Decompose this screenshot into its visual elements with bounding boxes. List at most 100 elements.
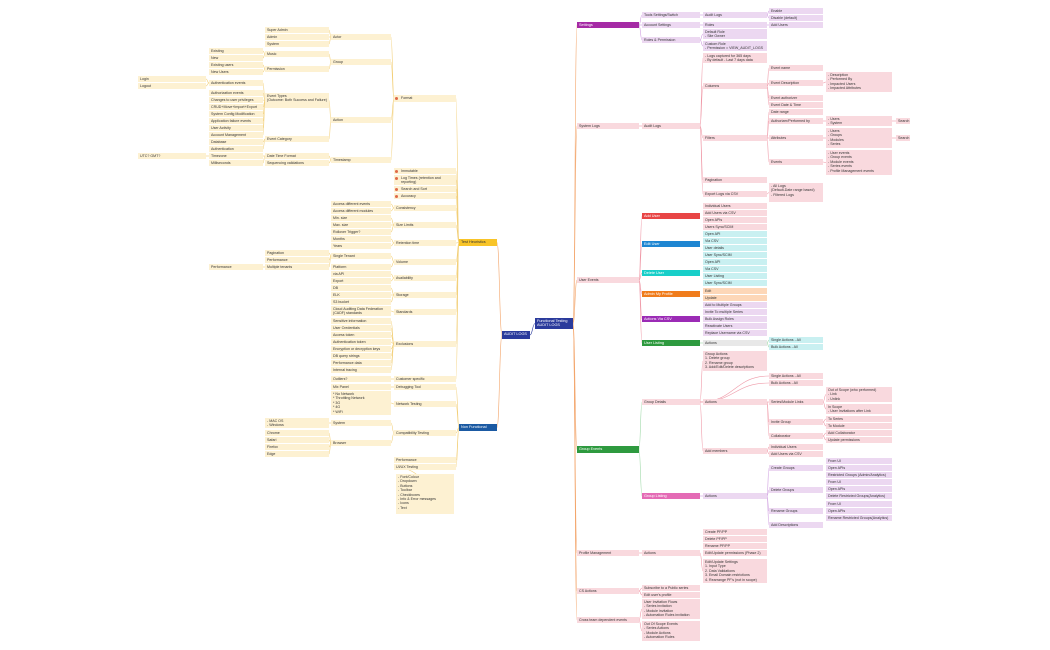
event-authorizer[interactable]: Event authorizer <box>769 95 823 101</box>
list-item[interactable]: Users Sync/SCIM <box>703 224 767 230</box>
perf-data[interactable]: Performance data <box>331 360 391 366</box>
chrome[interactable]: Chrome <box>265 430 329 436</box>
availability-node[interactable]: Availability <box>394 275 456 281</box>
export-csv[interactable]: Export Logs via CSV <box>703 191 767 197</box>
timestamp-node[interactable]: Timestamp <box>331 157 391 163</box>
attr-list[interactable]: - Users - Groups - Modules - Series <box>826 128 892 148</box>
list-item[interactable]: Open APIs <box>826 508 892 514</box>
sys-config[interactable]: System Config Modification <box>209 111 263 117</box>
super-admin[interactable]: Super Admin <box>265 27 329 33</box>
add-users-role[interactable]: Add Users <box>769 22 823 28</box>
actor-node[interactable]: Actor <box>331 34 391 40</box>
account-settings[interactable]: Account Settings <box>642 22 700 28</box>
group-listing-node[interactable]: Group Listing <box>642 493 700 499</box>
sequencing[interactable]: Sequencing validations <box>265 160 329 166</box>
sensitive[interactable]: Sensitive information <box>331 318 391 324</box>
actions-profile[interactable]: Actions <box>642 550 700 556</box>
admin[interactable]: Admin <box>265 34 329 40</box>
list-item[interactable]: Open APIs <box>826 486 892 492</box>
authorizer-by[interactable]: Authorizer/Performed by <box>769 118 823 124</box>
standards-node[interactable]: Standards <box>394 309 456 315</box>
ui-list[interactable]: - Font/Colour - Dropdown - Buttons - Too… <box>396 474 454 514</box>
add-user-node[interactable]: Add User <box>642 213 700 219</box>
rollover[interactable]: Rollover Trigger? <box>331 229 391 235</box>
immutable-node[interactable]: Immutable <box>394 168 456 174</box>
date-format[interactable]: Date Time Format <box>265 153 329 159</box>
database[interactable]: Database <box>209 139 263 145</box>
attributes[interactable]: Attributes <box>769 135 823 141</box>
single-tenant[interactable]: Single Tenant <box>331 253 391 259</box>
disable-option[interactable]: Disable (default) <box>769 15 823 21</box>
to-series[interactable]: To Series <box>826 416 892 422</box>
enable-option[interactable]: Enable <box>769 8 823 14</box>
non-functional-node[interactable]: Non Functional <box>459 424 497 431</box>
multiple-tenants[interactable]: Multiple tenants <box>265 264 329 270</box>
admin-profile-node[interactable]: Admin My Profile <box>642 291 700 297</box>
logs-captured[interactable]: - Logs captured for 365 days - By defaul… <box>703 53 767 63</box>
s3[interactable]: S3 bucket <box>331 299 391 305</box>
export-list[interactable]: - All Logs (Default-Date range based) - … <box>769 183 823 202</box>
bulk-actions-2[interactable]: Bulk Actions - All <box>769 380 823 386</box>
subscribe-series[interactable]: Subscribe to a Public series <box>642 585 700 591</box>
single-actions[interactable]: Single Actions - All <box>769 337 823 343</box>
list-item[interactable]: From UI <box>826 501 892 507</box>
edge[interactable]: Edge <box>265 451 329 457</box>
add-members[interactable]: Add members <box>703 448 767 454</box>
list-item[interactable]: From UI <box>826 479 892 485</box>
list-item[interactable]: User Sync/SCIM <box>703 280 767 286</box>
timezone[interactable]: Timezone <box>209 153 263 159</box>
delete-groups[interactable]: Delete Groups <box>769 487 823 493</box>
browser-node[interactable]: Browser <box>331 440 391 446</box>
default-role[interactable]: Default Role - Site Owner <box>703 29 767 39</box>
list-item[interactable]: Via CSV <box>703 238 767 244</box>
roles[interactable]: Roles <box>703 22 767 28</box>
performance-node[interactable]: Performance <box>394 457 456 463</box>
db-query[interactable]: DB query strings <box>331 353 391 359</box>
performance-l[interactable]: Performance <box>265 257 329 263</box>
volume-node[interactable]: Volume <box>394 259 456 265</box>
size-limits-node[interactable]: Size Limits <box>394 222 456 228</box>
rename-groups[interactable]: Rename Groups <box>769 508 823 514</box>
list-item[interactable]: Delete Restricted Groups(Analytics) <box>826 493 892 499</box>
format-node[interactable]: Format <box>394 95 456 102</box>
network-list[interactable]: * No Network * Throttling Network * 3G *… <box>331 391 391 415</box>
list-item[interactable]: Bulk Assign Roles <box>703 316 767 322</box>
list-item[interactable]: Rename PF/PP <box>703 543 767 549</box>
settings-node[interactable]: Settings <box>577 22 639 28</box>
consistency-node[interactable]: Consistency <box>394 205 456 211</box>
storage-node[interactable]: Storage <box>394 292 456 298</box>
db[interactable]: DB <box>331 285 391 291</box>
add-users-csv[interactable]: Add Users via CSV <box>769 451 823 457</box>
firefox[interactable]: Firefox <box>265 444 329 450</box>
log-times-node[interactable]: Log Times (retention and reporting) <box>394 175 456 185</box>
individual-users[interactable]: Individual Users <box>769 444 823 450</box>
ui-ux-node[interactable]: UI/UX Testing <box>394 464 456 470</box>
cross-team-node[interactable]: Cross team dependent events <box>577 617 639 623</box>
actions-csv-node[interactable]: Actions Via CSV <box>642 316 700 322</box>
actions-user-listing[interactable]: Actions <box>703 340 767 346</box>
edit-settings[interactable]: Edit/Update Settings 1. Input Type 2. Da… <box>703 559 767 583</box>
add-descriptions[interactable]: Add Descriptions <box>769 522 823 528</box>
event-category[interactable]: Event Category <box>265 136 329 142</box>
authentication[interactable]: Authentication <box>209 146 263 152</box>
system[interactable]: System <box>265 41 329 47</box>
list-item[interactable]: Individual Users <box>703 203 767 209</box>
system-node[interactable]: System <box>331 420 391 426</box>
audit-logs-root[interactable]: AUDIT LOGS <box>502 331 530 339</box>
debugging-node[interactable]: Debugging Tool <box>394 384 456 390</box>
list-item[interactable]: Restricted Groups (Admin/Analytics) <box>826 472 892 478</box>
list-item[interactable]: Reactivate Users <box>703 323 767 329</box>
auth-token[interactable]: Authentication token <box>331 339 391 345</box>
utc-gmt[interactable]: UTC? GMT? <box>138 153 206 159</box>
cadf[interactable]: Cloud Auditing Data Federation (CADF) st… <box>331 306 391 316</box>
login[interactable]: Login <box>138 76 206 82</box>
collaborator[interactable]: Collaborator <box>769 433 823 439</box>
test-heuristics-node[interactable]: Test Heuristics <box>459 239 497 246</box>
app-failure[interactable]: Application failure events <box>209 118 263 124</box>
users-system[interactable]: - Users - System <box>826 116 892 126</box>
profile-mgmt-node[interactable]: Profile Management <box>577 550 639 556</box>
access-events[interactable]: Access different events <box>331 201 391 207</box>
auth-events[interactable]: Authentication events <box>209 80 263 86</box>
series-module-links[interactable]: Series/Module Links <box>769 399 823 405</box>
existing-users[interactable]: Existing users <box>209 62 263 68</box>
